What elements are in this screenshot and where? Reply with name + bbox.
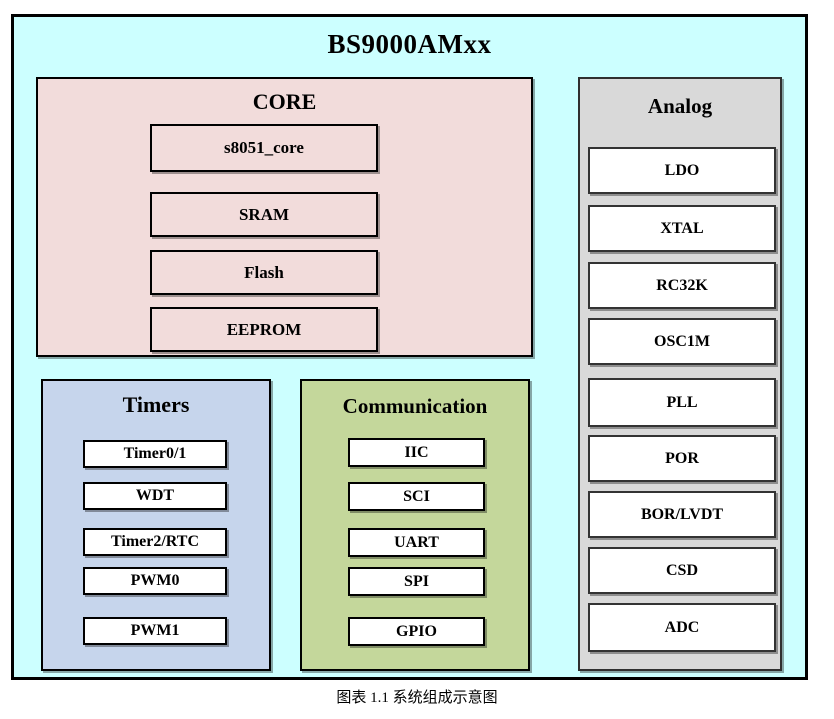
communication-item: IIC bbox=[348, 438, 485, 467]
analog-item: RC32K bbox=[588, 262, 776, 309]
analog-item: LDO bbox=[588, 147, 776, 194]
timers-item: WDT bbox=[83, 482, 227, 510]
analog-item: ADC bbox=[588, 603, 776, 652]
core-item: EEPROM bbox=[150, 307, 378, 352]
communication-item: UART bbox=[348, 528, 485, 557]
timers-item: Timer2/RTC bbox=[83, 528, 227, 556]
communication-block: Communication IIC SCI UART SPI GPIO bbox=[300, 379, 530, 671]
analog-block: Analog LDO XTAL RC32K OSC1M PLL POR BOR/… bbox=[578, 77, 782, 671]
communication-item: SPI bbox=[348, 567, 485, 596]
analog-item: CSD bbox=[588, 547, 776, 594]
timers-item: Timer0/1 bbox=[83, 440, 227, 468]
communication-item: SCI bbox=[348, 482, 485, 511]
analog-block-title: Analog bbox=[647, 94, 713, 118]
communication-block-title: Communication bbox=[342, 394, 488, 418]
analog-item: POR bbox=[588, 435, 776, 482]
timers-item: PWM1 bbox=[83, 617, 227, 645]
analog-item: BOR/LVDT bbox=[588, 491, 776, 538]
timers-block-title: Timers bbox=[122, 392, 190, 417]
timers-block: Timers Timer0/1 WDT Timer2/RTC PWM0 PWM1 bbox=[41, 379, 271, 671]
chip-outline: BS9000AMxx CORE s8051_core SRAM Flash EE… bbox=[11, 14, 808, 680]
chip-title: BS9000AMxx bbox=[327, 29, 492, 59]
analog-item: XTAL bbox=[588, 205, 776, 252]
communication-item: GPIO bbox=[348, 617, 485, 646]
core-item: SRAM bbox=[150, 192, 378, 237]
core-block: CORE s8051_core SRAM Flash EEPROM bbox=[36, 77, 533, 357]
core-block-title: CORE bbox=[252, 89, 317, 114]
core-item: s8051_core bbox=[150, 124, 378, 172]
analog-item: PLL bbox=[588, 378, 776, 427]
analog-item: OSC1M bbox=[588, 318, 776, 365]
timers-item: PWM0 bbox=[83, 567, 227, 595]
core-item: Flash bbox=[150, 250, 378, 295]
figure-caption: 图表 1.1 系统组成示意图 bbox=[336, 690, 498, 706]
